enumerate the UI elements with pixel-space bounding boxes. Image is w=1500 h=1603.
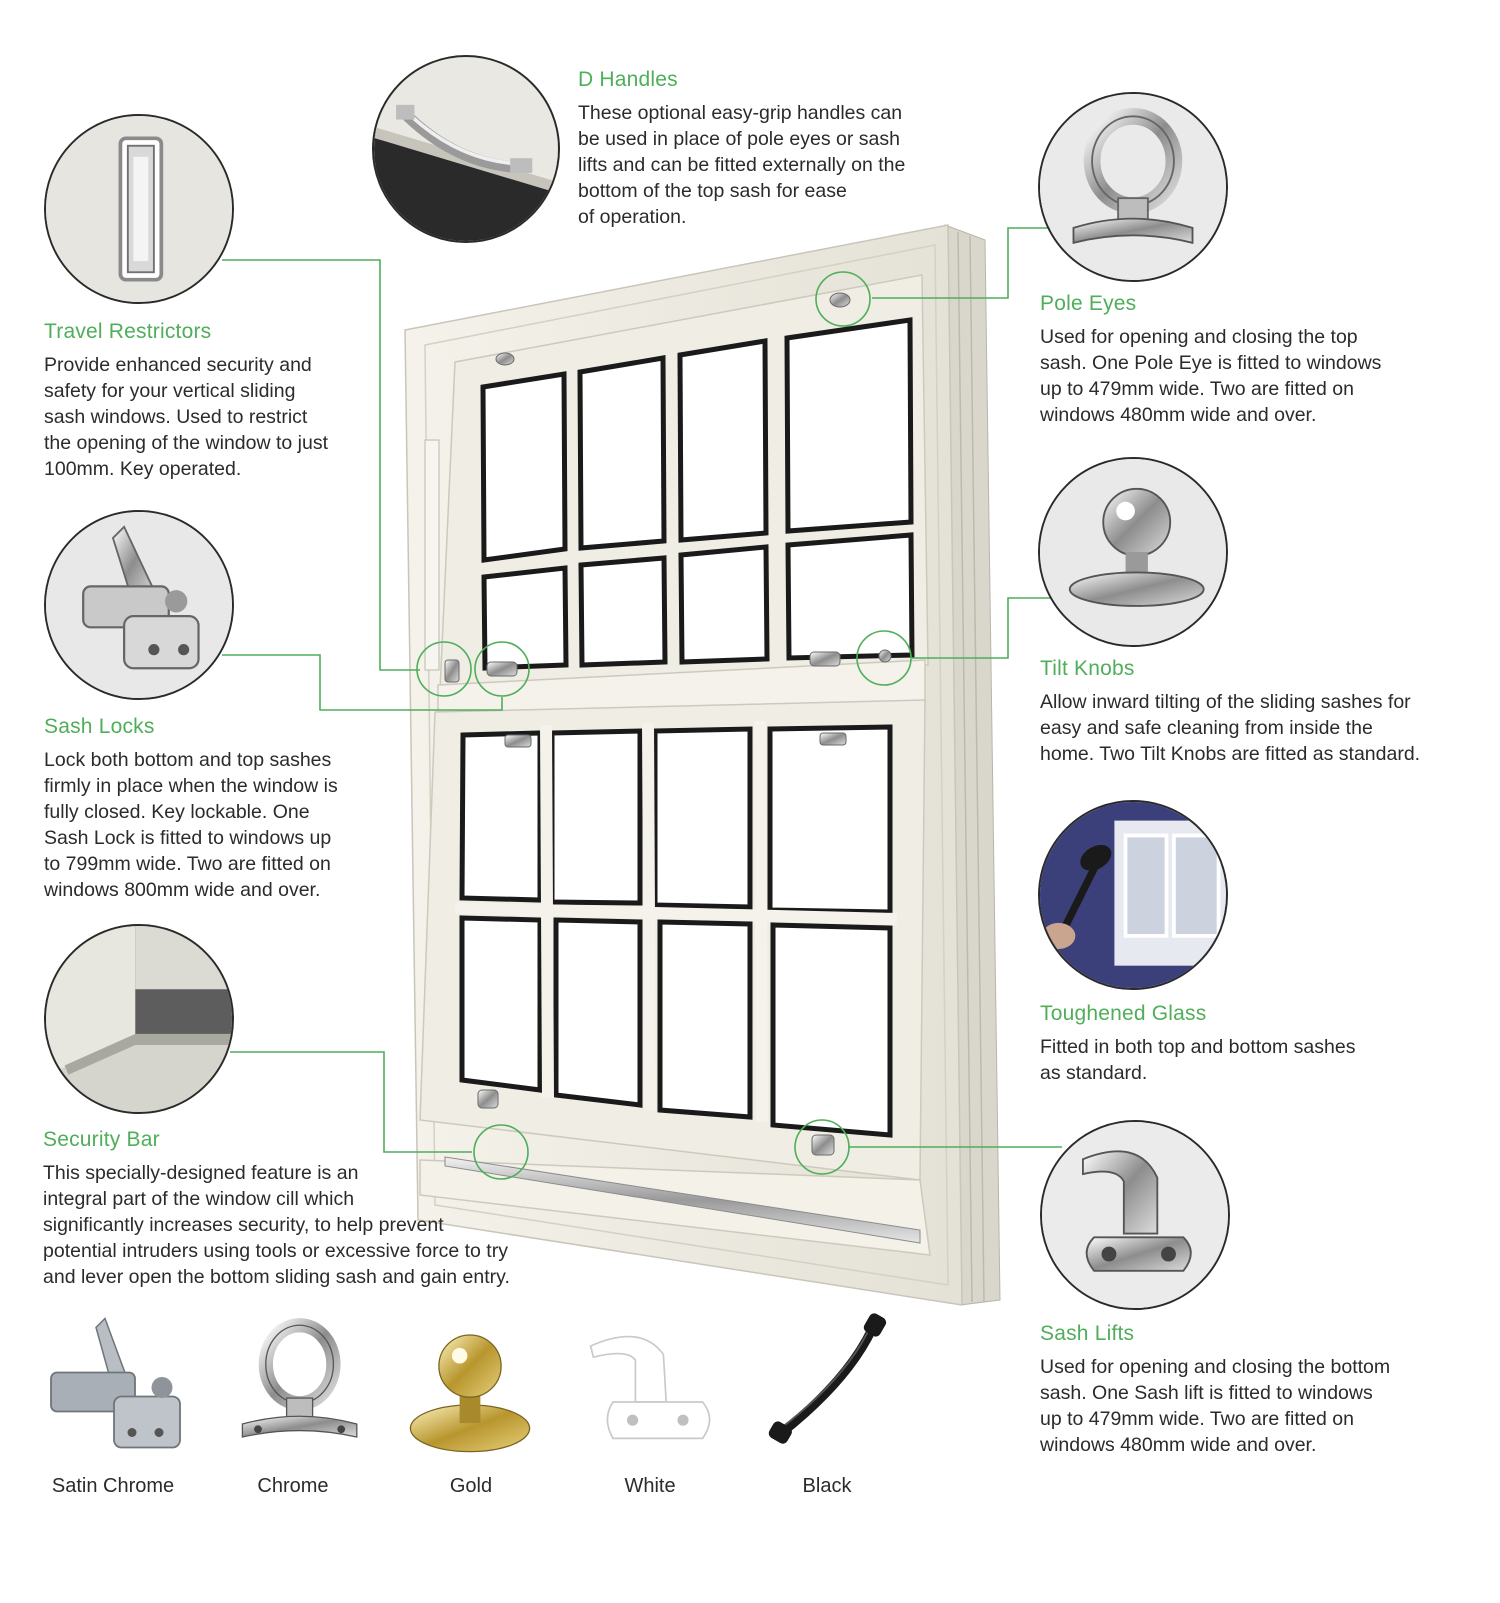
travel-restrictor-thumbnail	[44, 114, 234, 304]
satin-chrome-sash-lock-icon	[50, 1317, 181, 1449]
window-hardware	[444, 292, 892, 1156]
feature-description: Lock both bottom and top sashes firmly i…	[44, 749, 338, 901]
d-handle-thumbnail	[372, 55, 560, 243]
security-bar-thumbnail	[44, 924, 234, 1114]
sash-lock-icon	[46, 512, 232, 698]
finish-label-chrome: Chrome	[257, 1475, 329, 1497]
toughened-glass-icon	[1040, 802, 1226, 988]
feature-title: Travel Restrictors	[44, 320, 212, 343]
feature-title: Toughened Glass	[1040, 1002, 1207, 1025]
finish-label-gold: Gold	[449, 1475, 493, 1497]
upper-sash-panes	[480, 317, 915, 671]
sash-lock-thumbnail	[44, 510, 234, 700]
feature-title: Security Bar	[43, 1128, 160, 1151]
feature-description: This specially-designed feature is an in…	[43, 1162, 510, 1288]
feature-title: D Handles	[578, 68, 678, 91]
pole-eye-icon	[1040, 94, 1226, 280]
feature-tilt-knobs: Tilt Knobs Allow inward tilting of the s…	[1040, 657, 1420, 767]
feature-d-handles: D Handles These optional easy-grip handl…	[578, 68, 905, 230]
finish-label-satin-chrome: Satin Chrome	[51, 1475, 175, 1497]
finish-label-black: Black	[802, 1475, 852, 1497]
security-bar-rod	[444, 1156, 921, 1244]
feature-description: Provide enhanced security and safety for…	[44, 354, 329, 480]
black-d-handle-icon	[768, 1313, 887, 1444]
feature-description: Used for opening and closing the top sas…	[1040, 326, 1382, 426]
toughened-glass-thumbnail	[1038, 800, 1228, 990]
feature-travel-restrictors: Travel Restrictors Provide enhanced secu…	[44, 320, 328, 482]
feature-description: Fitted in both top and bottom sashes as …	[1040, 1036, 1356, 1084]
chrome-pole-eye-icon	[241, 1318, 358, 1438]
sash-lift-icon	[1042, 1122, 1228, 1308]
white-sash-lift-icon	[589, 1335, 711, 1440]
pole-eye-thumbnail	[1038, 92, 1228, 282]
feature-sash-lifts: Sash Lifts Used for opening and closing …	[1040, 1322, 1390, 1458]
gold-tilt-knob-icon	[409, 1334, 531, 1453]
feature-security-bar: Security Bar This specially-designed fea…	[43, 1128, 510, 1290]
feature-description: Allow inward tilting of the sliding sash…	[1040, 691, 1421, 765]
feature-title: Sash Locks	[44, 715, 155, 738]
security-bar-icon	[46, 926, 232, 1112]
feature-toughened-glass: Toughened Glass Fitted in both top and b…	[1040, 1002, 1355, 1086]
feature-sash-locks: Sash Locks Lock both bottom and top sash…	[44, 715, 338, 903]
d-handle-icon	[374, 57, 558, 241]
callout-lines	[222, 227, 1062, 1180]
feature-pole-eyes: Pole Eyes Used for opening and closing t…	[1040, 292, 1381, 428]
window-cill	[419, 1159, 931, 1256]
feature-title: Tilt Knobs	[1040, 657, 1135, 680]
feature-description: Used for opening and closing the bottom …	[1040, 1356, 1391, 1456]
sash-lift-thumbnail	[1040, 1120, 1230, 1310]
finish-label-white: White	[624, 1475, 676, 1497]
tilt-knob-icon	[1040, 459, 1226, 645]
lower-sash-panes	[459, 724, 893, 1138]
feature-title: Sash Lifts	[1040, 1322, 1135, 1345]
feature-description: These optional easy-grip handles can be …	[578, 102, 906, 228]
feature-title: Pole Eyes	[1040, 292, 1137, 315]
tilt-knob-thumbnail	[1038, 457, 1228, 647]
travel-restrictor-icon	[46, 116, 232, 302]
